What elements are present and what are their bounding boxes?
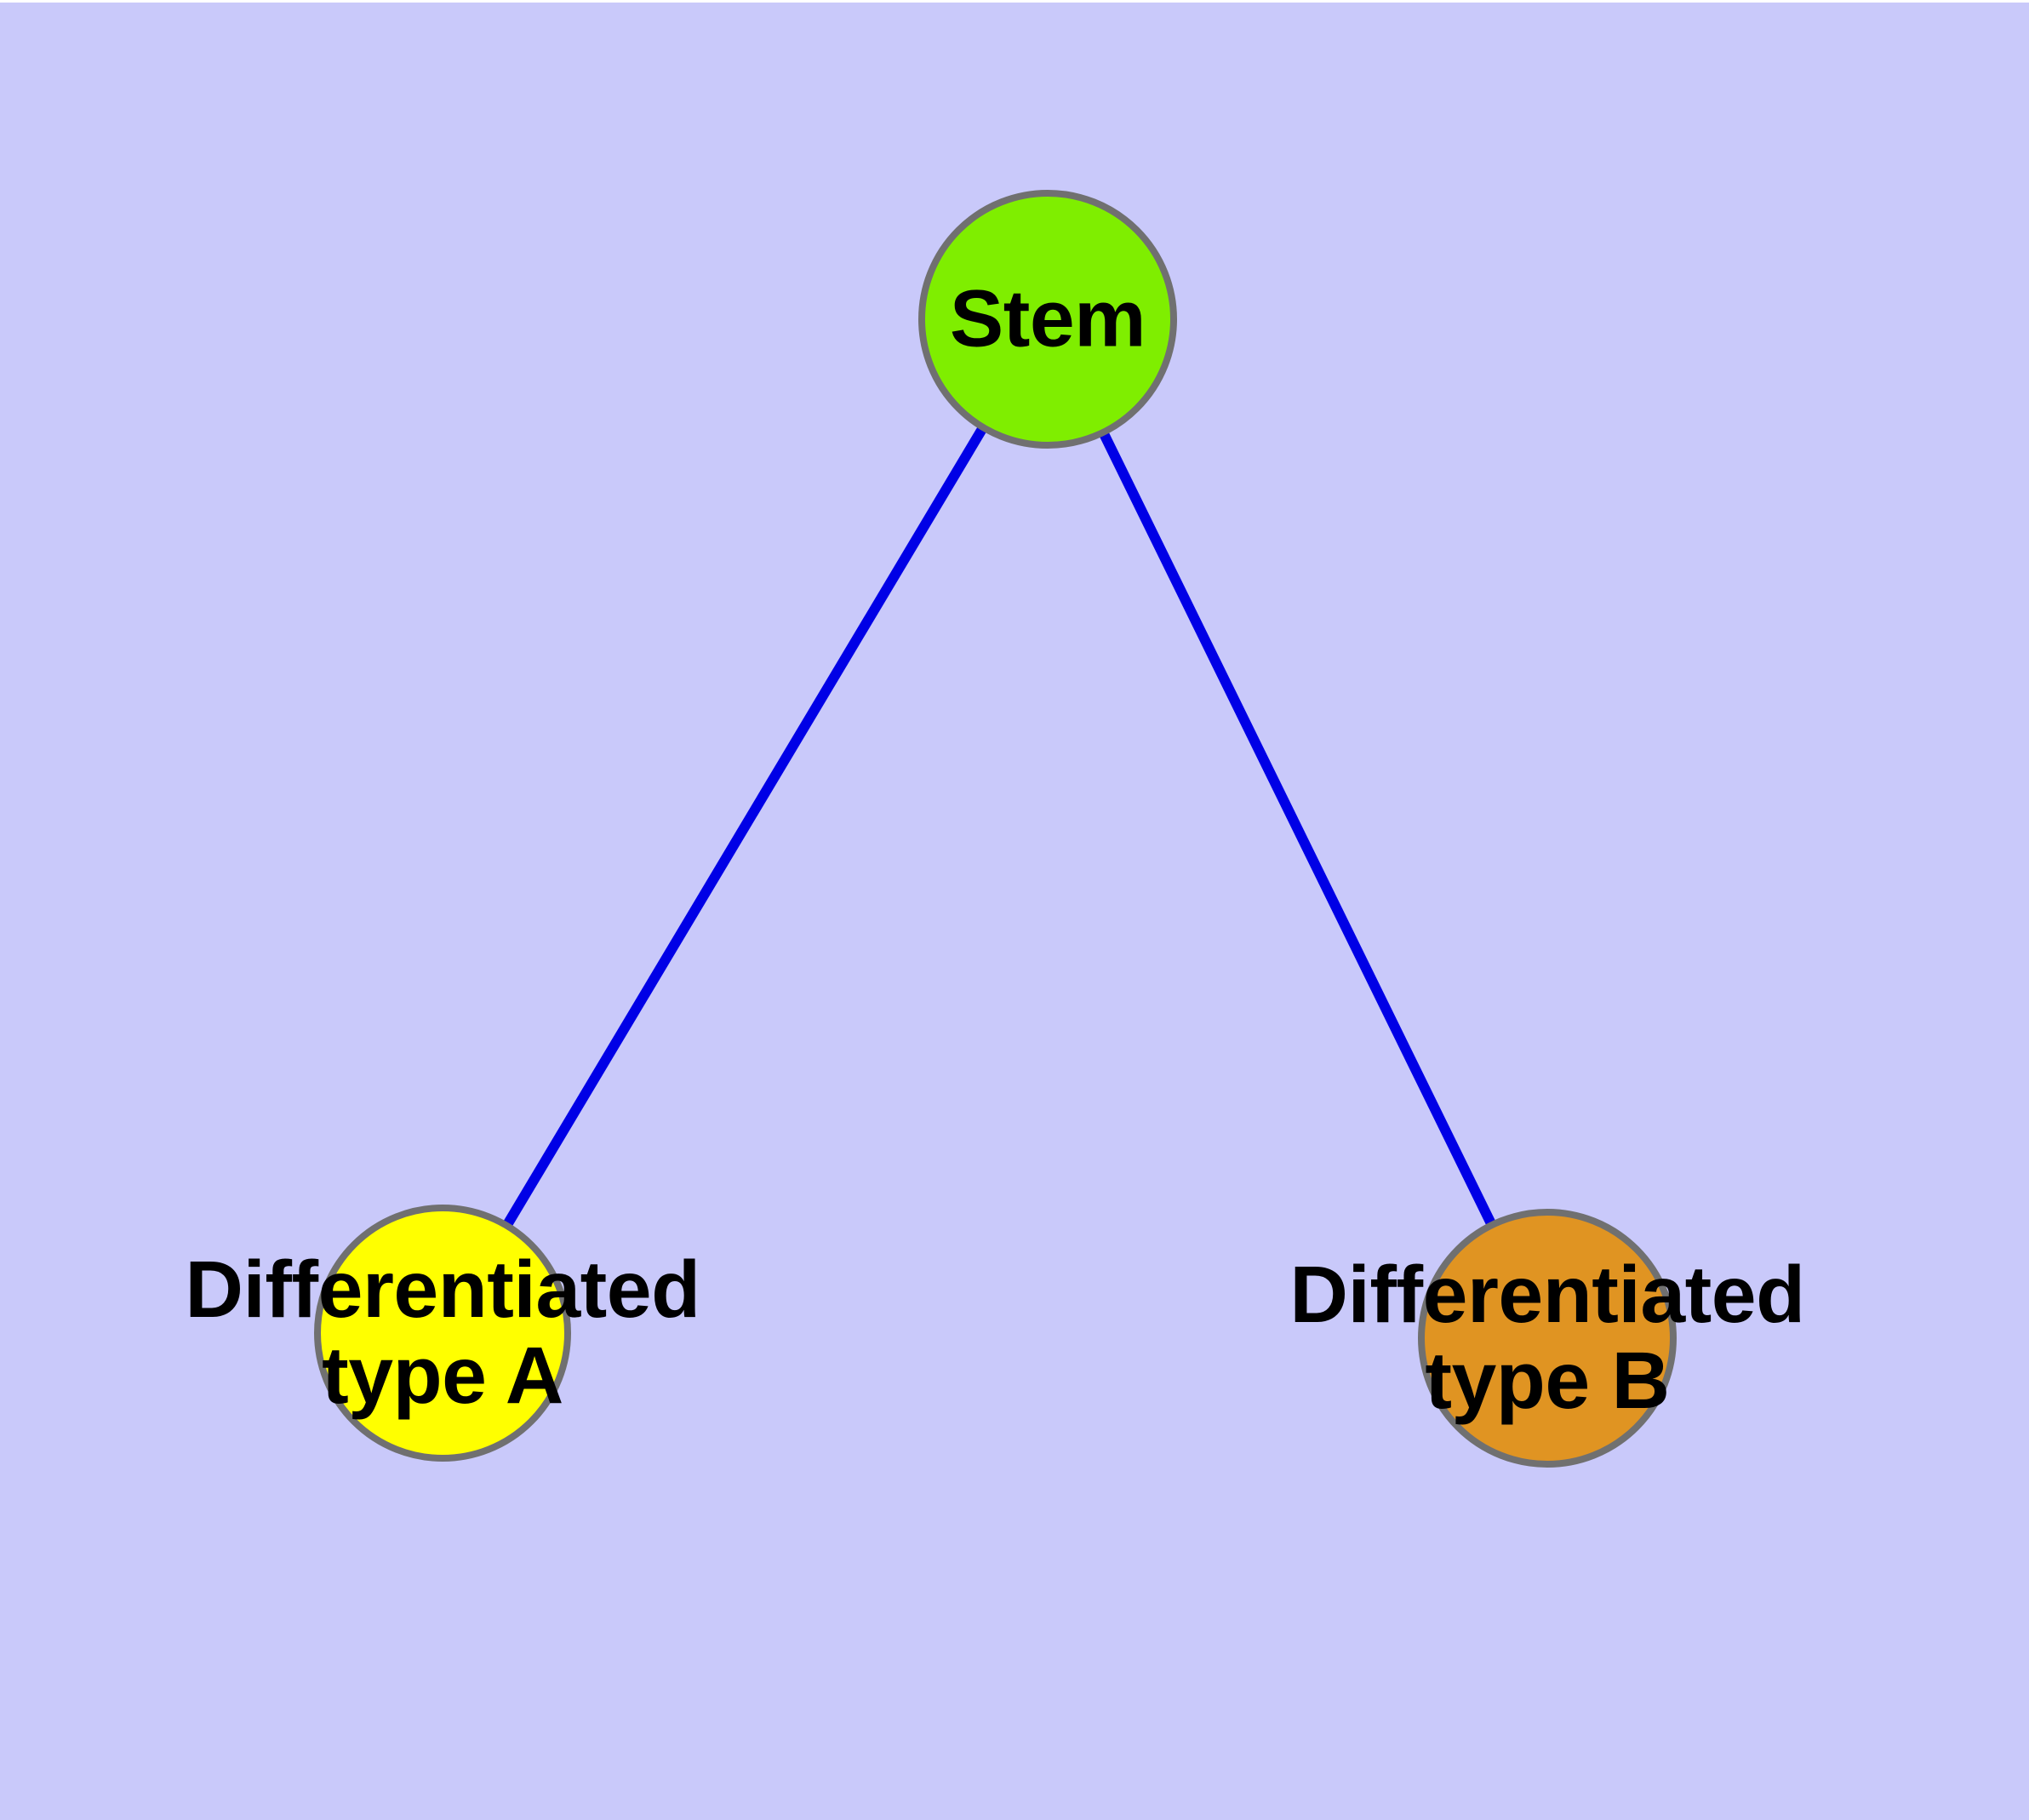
edge-stem-to-diff-b — [1043, 317, 1552, 1341]
edge-stem-to-diff-a — [437, 316, 1053, 1336]
edge-layer — [437, 316, 1552, 1341]
node-stem-circle[interactable] — [918, 190, 1177, 449]
node-diff-a-circle[interactable] — [314, 1205, 571, 1462]
node-layer — [314, 190, 1677, 1468]
node-diff-b-circle[interactable] — [1418, 1209, 1677, 1468]
